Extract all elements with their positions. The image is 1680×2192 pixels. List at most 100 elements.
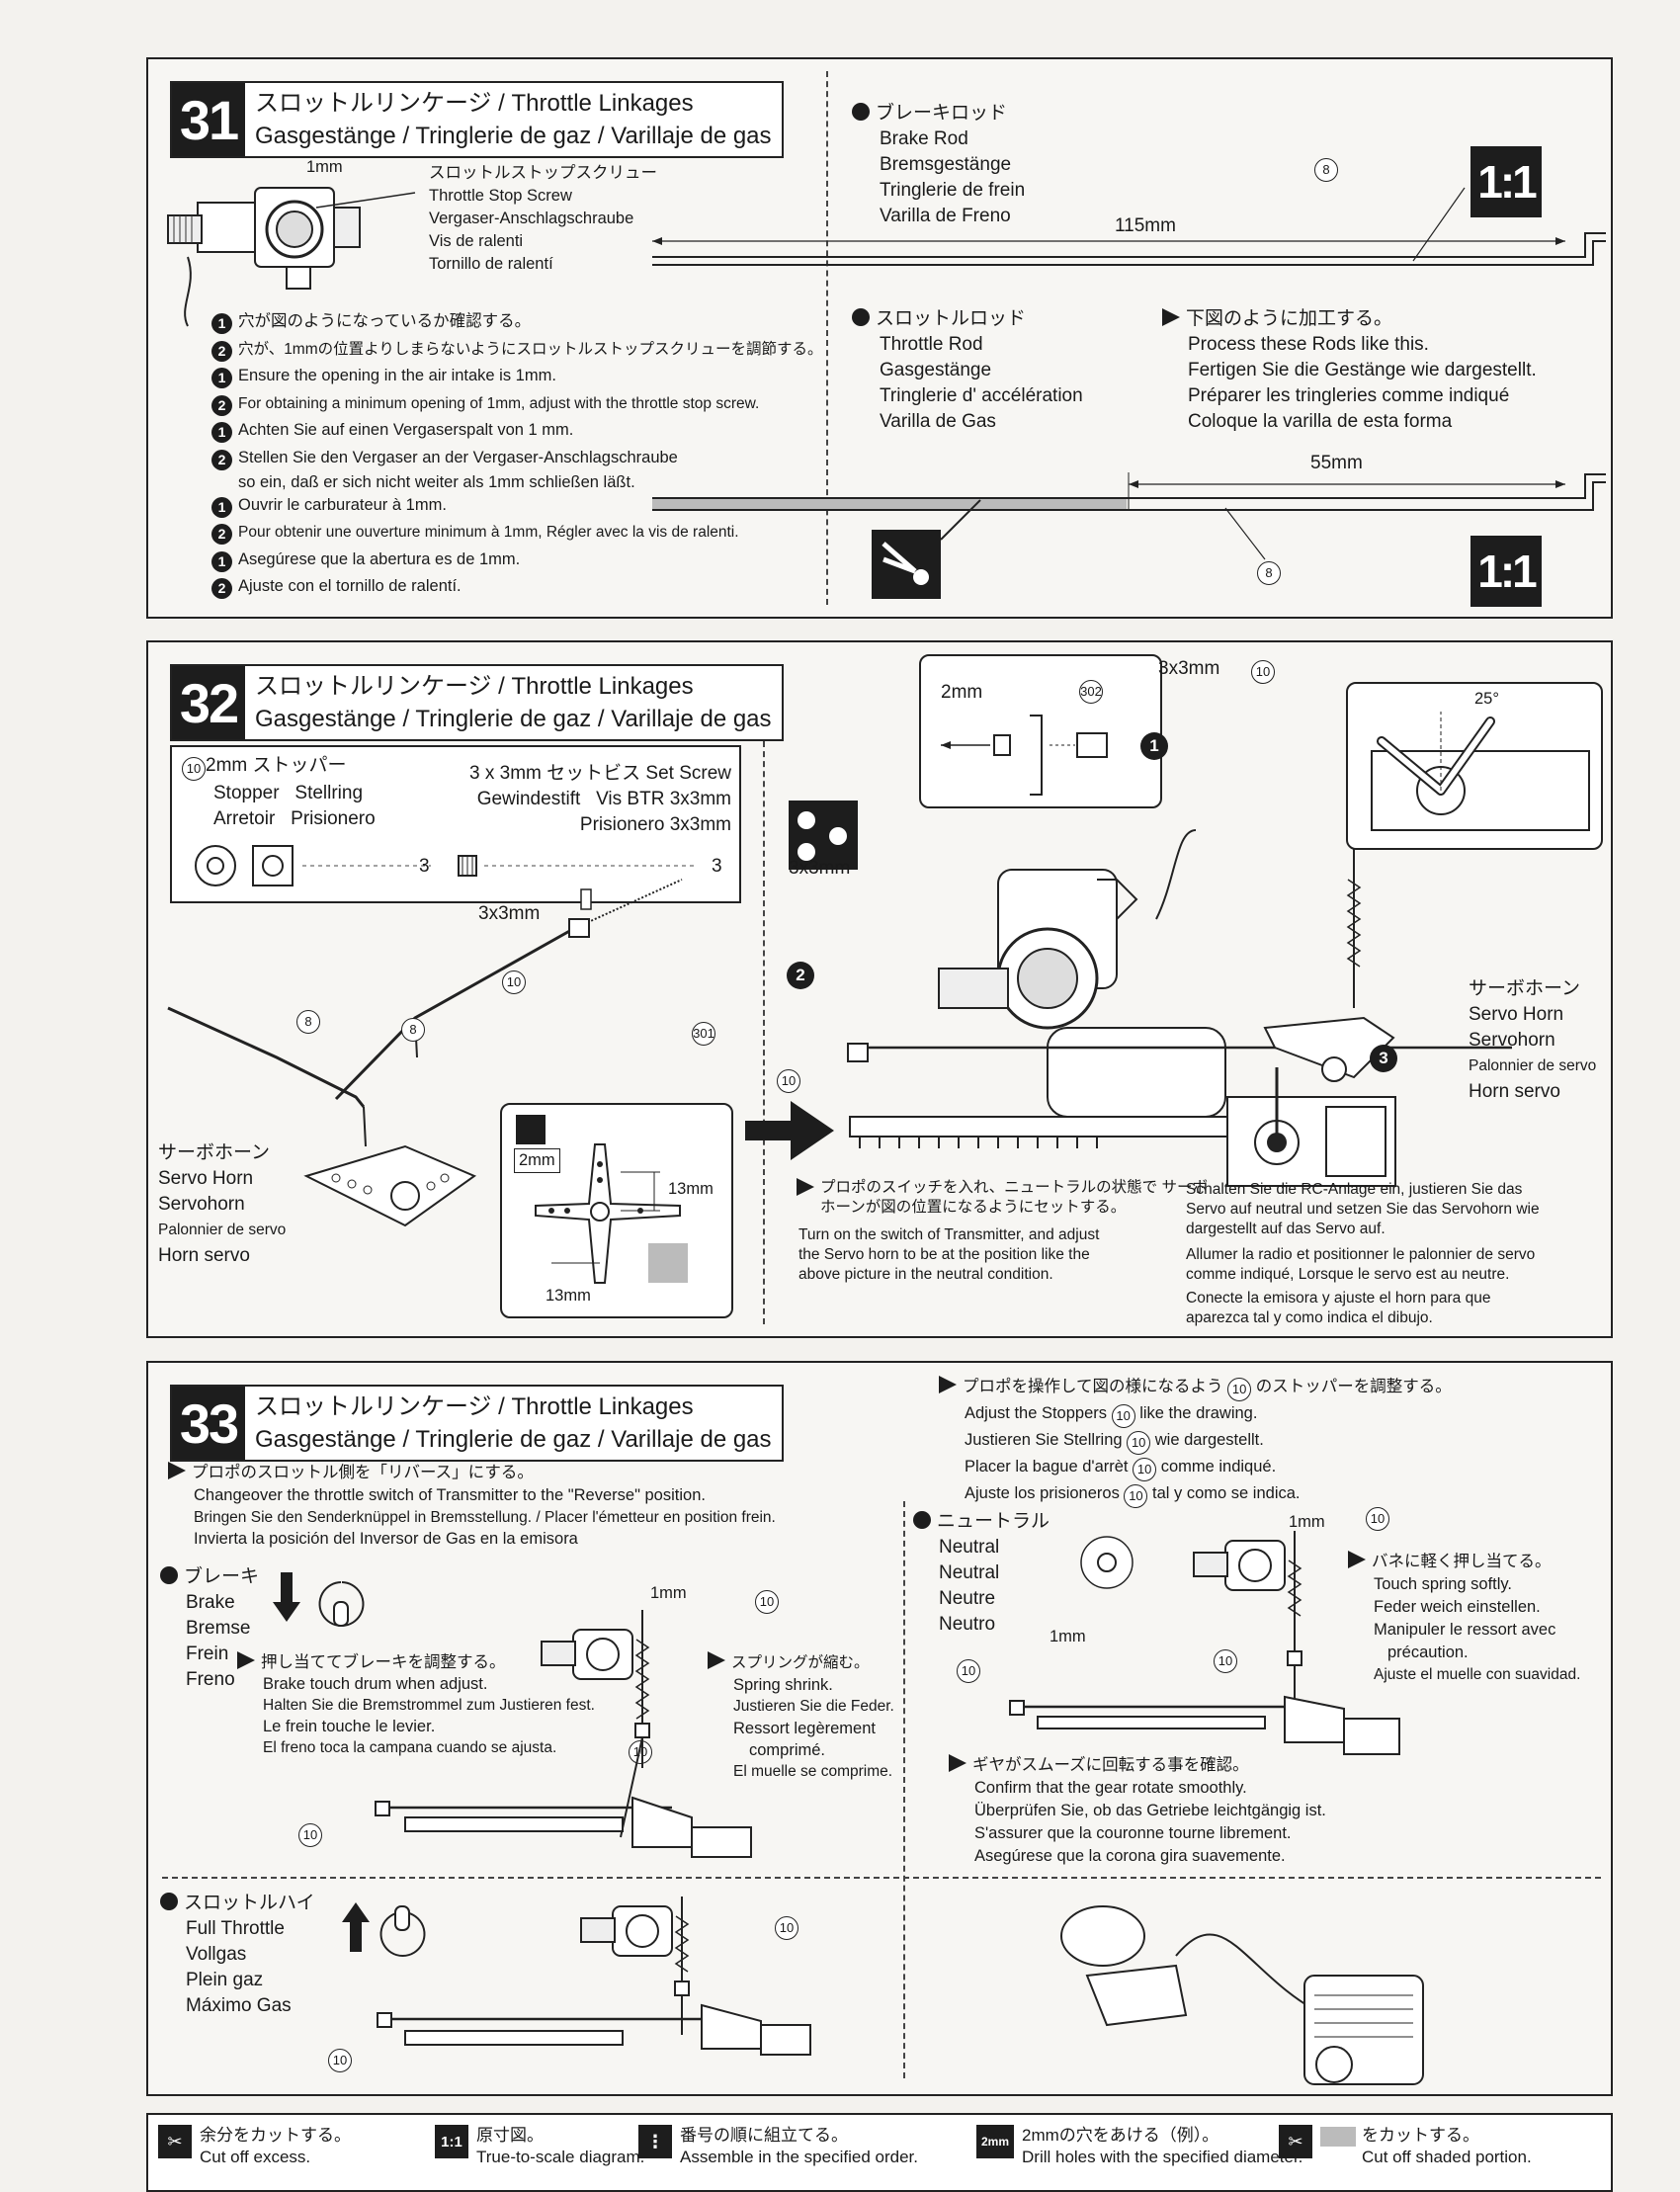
arrow-icon	[237, 1651, 255, 1669]
stick-down-icon	[273, 1572, 365, 1627]
part-301-callout: 301	[692, 1018, 715, 1046]
part-10-callout: 10	[328, 2045, 352, 2072]
stopper-quantity: 3	[419, 856, 430, 877]
gap-1mm-label: 1mm	[650, 1584, 687, 1602]
bullet-icon	[160, 1566, 178, 1584]
stop-screw-label: スロットルストップスクリュー Throttle Stop Screw Verga…	[429, 162, 657, 276]
title-jp: スロットルリンケージ / Throttle Linkages	[255, 673, 694, 700]
brake-rod-length: 115mm	[1115, 215, 1176, 236]
glow-plug-engine-drawing	[1060, 1905, 1424, 2085]
stopper-part-icon	[195, 845, 431, 886]
setscrew-quantity: 3	[712, 856, 722, 877]
stop-screw-jp: スロットルストップスクリュー	[429, 164, 657, 182]
drill-icon	[516, 1115, 546, 1144]
neutral-note-fr: Allumer la radio et positionner le palon…	[1186, 1246, 1536, 1283]
touch-spring-note: バネに軽く押し当てる。 Touch spring softly. Feder w…	[1348, 1551, 1580, 1685]
arrow-icon	[939, 1376, 957, 1393]
scale-badge: 1:1	[1470, 146, 1542, 217]
part-10-callout: 10	[957, 1655, 980, 1683]
big-arrow-icon	[745, 1101, 834, 1160]
stick-neutral-icon	[1080, 1536, 1134, 1589]
part-10-callout: 10	[777, 1065, 800, 1093]
part-10-callout: 10	[502, 967, 526, 994]
part-10-callout: 10	[755, 1586, 779, 1614]
arrow-icon	[708, 1651, 725, 1669]
bullet-icon	[160, 1893, 178, 1910]
part-10-callout: 10	[775, 1912, 798, 1940]
arrow-icon	[797, 1178, 814, 1196]
neutral-label: ニュートラル Neutral Neutral Neutre Neutro	[913, 1509, 1050, 1638]
title-jp: スロットルリンケージ / Throttle Linkages	[255, 90, 694, 117]
neutral-note-jp: プロポのスイッチを入れ、ニュートラルの状態で サーボホーンが図の位置になるように…	[797, 1178, 1216, 1218]
brake-position-drawing	[375, 1610, 752, 1858]
stopper-detail-inset: 2mm 302	[919, 654, 1162, 808]
process-rods-note: 下図のように加工する。 Process these Rods like this…	[1162, 306, 1537, 435]
cut-excess-icon: ✂	[158, 2125, 192, 2158]
part-10-callout: 10	[1251, 656, 1275, 684]
title-multilang: Gasgestänge / Tringlerie de gaz / Varill…	[255, 123, 772, 149]
servo-horn-label: サーボホーン Servo Horn Servohorn Palonnier de…	[158, 1142, 287, 1266]
cut-shaded-icon: ✂	[1279, 2125, 1312, 2158]
adjust-stoppers-note: プロポを操作して図の様になるよう 10 のストッパーを調整する。 Adjust …	[939, 1375, 1452, 1508]
shaded-swatch	[1320, 2127, 1356, 2147]
stop-screw-de: Vergaser-Anschlagschraube	[429, 210, 634, 227]
step-title: スロットルリンケージ / Throttle Linkages Gasgestän…	[245, 666, 782, 739]
stopper-detail-drawing	[941, 715, 1108, 796]
step-number: 33	[172, 1387, 245, 1460]
detail-2mm-label: 2mm	[941, 682, 983, 703]
arrow-icon	[168, 1462, 186, 1479]
stop-screw-fr: Vis de ralenti	[429, 232, 524, 250]
section-33-header: 33 スロットルリンケージ / Throttle Linkages Gasges…	[170, 1385, 784, 1462]
drill-icon: 2mm	[976, 2125, 1014, 2158]
full-throttle-label: スロットルハイ Full Throttle Vollgas Plein gaz …	[160, 1891, 315, 2019]
part-10-callout: 10	[1366, 1503, 1389, 1531]
stop-screw-en: Throttle Stop Screw	[429, 187, 572, 205]
assemble-order-icon: ⋮	[638, 2125, 672, 2158]
brake-touch-note: 押し当ててブレーキを調整する。 Brake touch drum when ad…	[237, 1651, 595, 1758]
setscrew-3x3-label: 3x3mm	[789, 858, 851, 879]
order-3-marker: 3	[1370, 1044, 1403, 1072]
brake-label: ブレーキ Brake Bremse Frein Freno	[160, 1564, 259, 1693]
carburetor-drawing	[167, 187, 416, 327]
spring-note: スプリングが縮む。 Spring shrink. Justieren Sie d…	[708, 1651, 894, 1783]
section-31-header: 31 スロットルリンケージ / Throttle Linkages Gasges…	[170, 81, 784, 158]
scale-badge: 1:1	[1470, 536, 1542, 607]
part-302-callout: 302	[1079, 676, 1103, 704]
gear-rotate-note: ギヤがスムーズに回転する事を確認。 Confirm that the gear …	[949, 1754, 1326, 1868]
cut-excess-icon	[872, 499, 981, 599]
setscrew-3x3-label: 3x3mm	[1158, 658, 1220, 679]
setscrew-3x3-label: 3x3mm	[478, 903, 541, 924]
setscrew-label: 3 x 3mm セットビス Set Screw Gewindestift Vis…	[469, 763, 731, 835]
opening-1mm-label: 1mm	[306, 158, 343, 176]
divider	[903, 1501, 905, 2078]
order-1-marker: 1	[1140, 731, 1174, 760]
dimension-13mm-label: 13mm	[668, 1180, 714, 1198]
servo-drawing	[1226, 1067, 1396, 1187]
step-number: 31	[172, 83, 245, 156]
servo-horn-detail	[535, 1143, 688, 1284]
full-throttle-drawing	[377, 1897, 811, 2056]
symbol-legend: ✂ 余分をカットする。Cut off excess. 1:1 原寸図。True-…	[146, 2113, 1613, 2192]
title-multilang: Gasgestänge / Tringlerie de gaz / Varill…	[255, 1426, 772, 1453]
legend-true-scale: 1:1 原寸図。True-to-scale diagram.	[435, 2125, 644, 2168]
divider	[826, 71, 828, 605]
legend-assemble-order: ⋮ 番号の順に組立てる。Assemble in the specified or…	[638, 2125, 918, 2168]
arrow-icon	[1348, 1551, 1366, 1568]
order-2-marker: 2	[787, 961, 820, 989]
step-number: 32	[172, 666, 245, 739]
servo-angle-drawing	[1371, 712, 1590, 831]
reverse-note: プロポのスロットル側を「リバース」にする。 Changeover the thr…	[168, 1462, 776, 1551]
section-33: 33 スロットルリンケージ / Throttle Linkages Gasges…	[146, 1361, 1613, 2096]
neutral-position-drawing	[1009, 1531, 1400, 1755]
bullet-icon	[852, 103, 870, 121]
divider	[763, 741, 765, 1324]
part-10-callout: 10	[298, 1819, 322, 1847]
